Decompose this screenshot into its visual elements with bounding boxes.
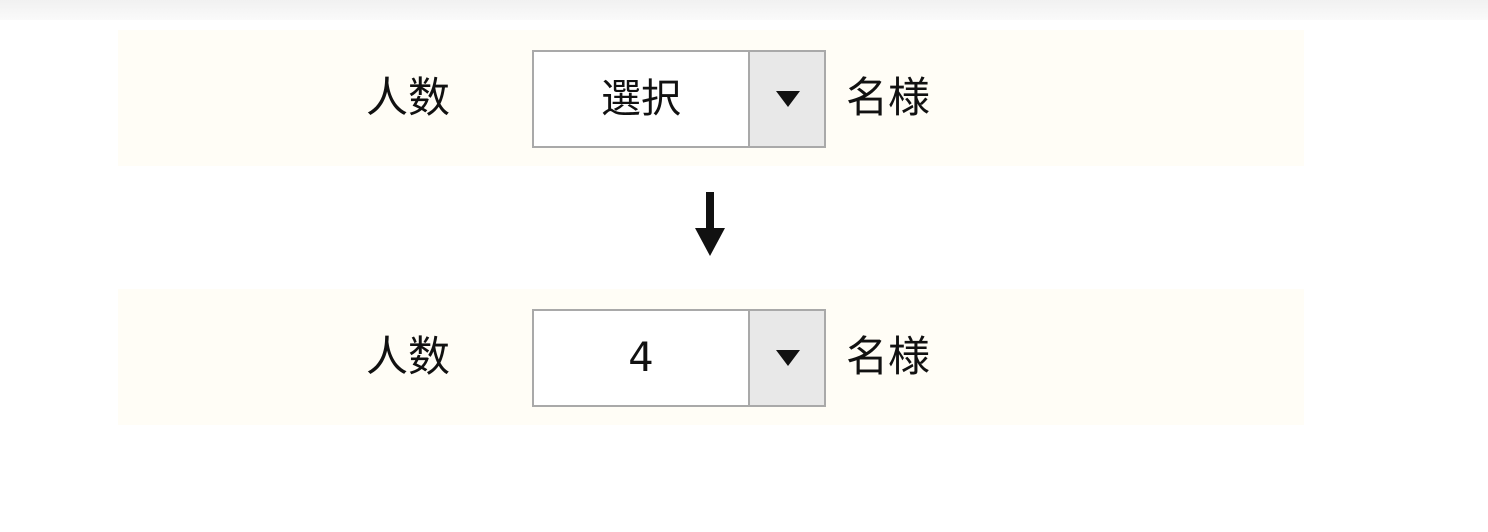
unit-label: 名様	[846, 73, 931, 122]
dropdown-button[interactable]	[748, 52, 824, 146]
guest-count-row-before: 人数 選択 名様	[118, 30, 1304, 166]
guest-count-label: 人数	[366, 332, 451, 381]
guest-count-select[interactable]: 4	[532, 309, 826, 407]
chevron-down-icon	[776, 350, 800, 366]
arrow-down-icon	[695, 192, 725, 256]
select-value: 選択	[601, 76, 681, 122]
guest-count-select[interactable]: 選択	[532, 50, 826, 148]
guest-count-row-after: 人数 4 名様	[118, 289, 1304, 425]
unit-label: 名様	[846, 332, 931, 381]
dropdown-button[interactable]	[748, 311, 824, 405]
guest-count-label: 人数	[366, 73, 451, 122]
top-strip	[0, 0, 1488, 20]
chevron-down-icon	[776, 91, 800, 107]
select-value: 4	[628, 335, 654, 381]
